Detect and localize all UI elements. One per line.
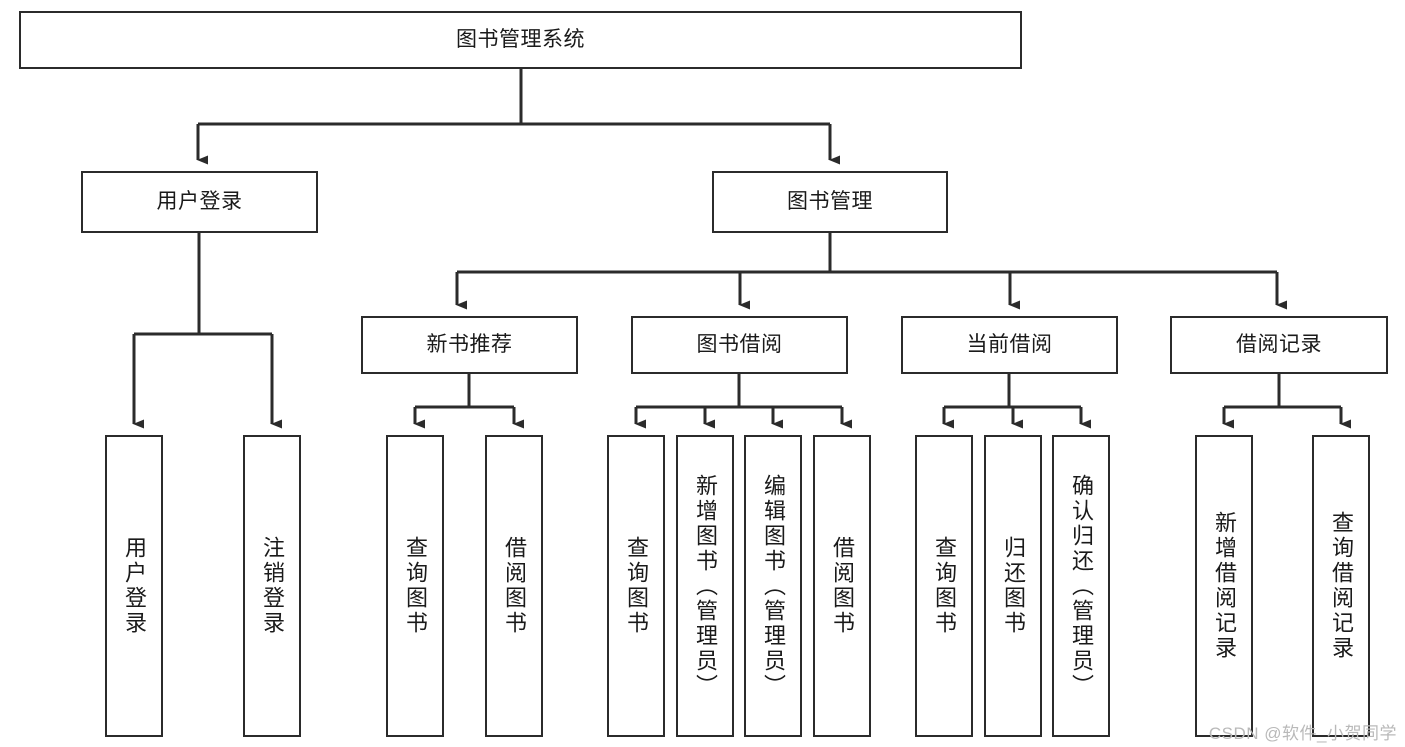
csdn-watermark: CSDN @软件_小贺同学: [1208, 724, 1397, 743]
leaf-add-book-admin[interactable]: 新增图书（管理员）: [676, 435, 734, 737]
leaf-query-book-current[interactable]: 查询图书: [915, 435, 973, 737]
leaf-query-book-recommend[interactable]: 查询图书: [386, 435, 444, 737]
leaf-user-login-label: 用户登录: [122, 536, 147, 636]
leaf-return-book-label: 归还图书: [1001, 536, 1026, 636]
leaf-user-login[interactable]: 用户登录: [105, 435, 163, 737]
node-root[interactable]: 图书管理系统: [19, 11, 1022, 69]
node-book-borrow-label: 图书借阅: [696, 332, 783, 356]
leaf-add-book-admin-label: 新增图书（管理员）: [693, 473, 718, 699]
leaf-add-borrow-record-label: 新增借阅记录: [1212, 511, 1237, 661]
leaf-query-book-recommend-label: 查询图书: [403, 536, 428, 636]
leaf-edit-book-admin[interactable]: 编辑图书（管理员）: [744, 435, 802, 737]
node-root-label: 图书管理系统: [456, 27, 585, 51]
leaf-confirm-return-admin[interactable]: 确认归还（管理员）: [1052, 435, 1110, 737]
node-borrow-record-label: 借阅记录: [1236, 332, 1322, 356]
node-current-borrow-label: 当前借阅: [966, 332, 1053, 356]
node-book-manage[interactable]: 图书管理: [712, 171, 948, 233]
leaf-confirm-return-admin-label: 确认归还（管理员）: [1069, 473, 1094, 699]
leaf-user-logout[interactable]: 注销登录: [243, 435, 301, 737]
leaf-borrow-book-recommend[interactable]: 借阅图书: [485, 435, 543, 737]
leaf-query-book-borrow[interactable]: 查询图书: [607, 435, 665, 737]
leaf-return-book[interactable]: 归还图书: [984, 435, 1042, 737]
node-current-borrow[interactable]: 当前借阅: [901, 316, 1118, 374]
node-user-login[interactable]: 用户登录: [81, 171, 318, 233]
leaf-query-book-borrow-label: 查询图书: [624, 536, 649, 636]
leaf-edit-book-admin-label: 编辑图书（管理员）: [761, 473, 786, 699]
leaf-query-book-current-label: 查询图书: [932, 536, 957, 636]
leaf-query-borrow-record[interactable]: 查询借阅记录: [1312, 435, 1370, 737]
node-new-book-recommend-label: 新书推荐: [426, 332, 513, 356]
leaf-add-borrow-record[interactable]: 新增借阅记录: [1195, 435, 1253, 737]
node-book-manage-label: 图书管理: [787, 189, 873, 213]
leaf-user-logout-label: 注销登录: [260, 536, 285, 636]
node-book-borrow[interactable]: 图书借阅: [631, 316, 848, 374]
leaf-borrow-book[interactable]: 借阅图书: [813, 435, 871, 737]
node-borrow-record[interactable]: 借阅记录: [1170, 316, 1388, 374]
node-user-login-label: 用户登录: [156, 189, 243, 213]
leaf-query-borrow-record-label: 查询借阅记录: [1329, 511, 1354, 661]
node-new-book-recommend[interactable]: 新书推荐: [361, 316, 578, 374]
leaf-borrow-book-label: 借阅图书: [830, 536, 855, 636]
leaf-borrow-book-recommend-label: 借阅图书: [502, 536, 527, 636]
